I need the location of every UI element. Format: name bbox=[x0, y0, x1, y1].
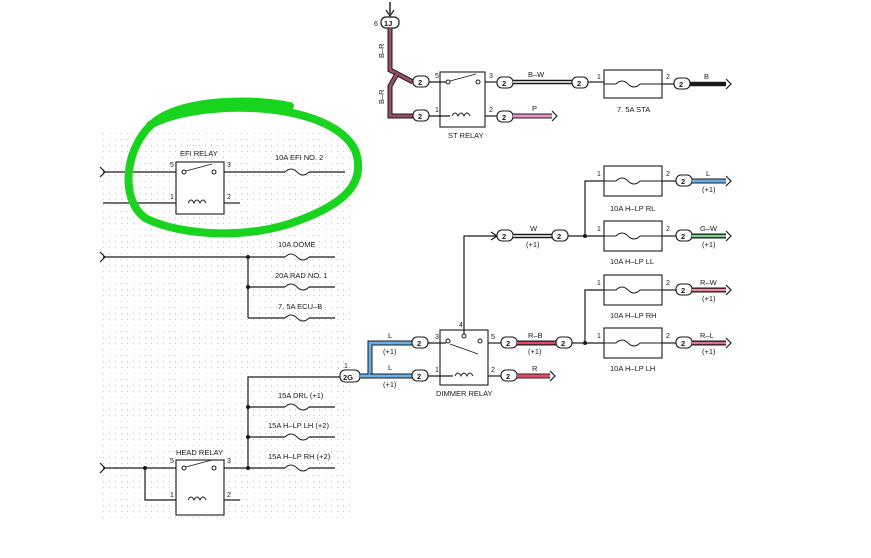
wire-color-r-w: R–W bbox=[700, 278, 718, 287]
svg-text:2: 2 bbox=[502, 113, 506, 122]
wire-color-g-w-plus1: (+1) bbox=[702, 240, 716, 249]
svg-text:2: 2 bbox=[506, 372, 510, 381]
fuse-label-sta: 7. 5A STA bbox=[617, 105, 650, 114]
dimmer-relay-pin-2: 2 bbox=[491, 367, 495, 374]
right-lower-branch: 1 2 10A H–LP RH 2 R–W (+1) 1 2 10A H–LP … bbox=[583, 274, 732, 373]
svg-text:2: 2 bbox=[666, 333, 670, 340]
fuse-label-efi-no2: 10A EFI NO. 2 bbox=[275, 153, 323, 162]
wire-color-w: W bbox=[530, 224, 538, 233]
svg-text:2: 2 bbox=[666, 280, 670, 287]
wire-color-b-w: B–W bbox=[528, 70, 545, 79]
svg-text:2: 2 bbox=[417, 372, 421, 381]
svg-text:2: 2 bbox=[681, 232, 685, 241]
wire-color-l-lower-plus1: (+1) bbox=[383, 380, 397, 389]
svg-text:2: 2 bbox=[418, 112, 422, 121]
head-relay-pin-2: 2 bbox=[227, 492, 231, 499]
svg-text:1: 1 bbox=[597, 171, 601, 178]
fuse-label-hlp-lh: 10A H–LP LH bbox=[610, 364, 655, 373]
svg-text:2: 2 bbox=[502, 232, 506, 241]
st-relay-label: ST RELAY bbox=[448, 131, 484, 140]
svg-text:2: 2 bbox=[681, 286, 685, 295]
svg-text:2: 2 bbox=[561, 339, 565, 348]
svg-text:2: 2 bbox=[502, 79, 506, 88]
svg-text:2: 2 bbox=[666, 171, 670, 178]
fuse-label-hlp-lh-2: 15A H–LP LH (+2) bbox=[268, 421, 329, 430]
head-relay-group: 5 3 1 2 HEAD RELAY 15A DRL (+1) 15A H–LP… bbox=[99, 376, 340, 516]
fuse-label-ecu-b: 7. 5A ECU–B bbox=[278, 302, 322, 311]
wire-color-b-r-lower: B–R bbox=[377, 89, 386, 104]
fuse-label-hlp-rl: 10A H–LP RL bbox=[610, 204, 655, 213]
fuse-bus-upper: 10A DOME 20A RAD NO. 1 7. 5A ECU–B bbox=[99, 240, 335, 322]
wire-color-l-rl-plus1: (+1) bbox=[702, 185, 716, 194]
svg-text:2: 2 bbox=[506, 339, 510, 348]
dimmer-relay-pin-4: 4 bbox=[459, 322, 463, 329]
efi-relay-pin-2: 2 bbox=[227, 194, 231, 201]
efi-relay-group: 5 3 1 2 EFI RELAY 10A EFI NO. 2 bbox=[99, 149, 345, 215]
dimmer-relay-pin-1: 1 bbox=[435, 367, 439, 374]
connector-1j-id: 1J bbox=[384, 19, 392, 28]
wire-color-r-w-plus1: (+1) bbox=[702, 294, 716, 303]
efi-relay-pin-1: 1 bbox=[170, 194, 174, 201]
dimmer-relay-label: DIMMER RELAY bbox=[436, 389, 493, 398]
background-dot-panel bbox=[100, 133, 355, 523]
svg-text:1: 1 bbox=[597, 226, 601, 233]
st-relay-pin-2: 2 bbox=[489, 107, 493, 114]
svg-text:2: 2 bbox=[417, 339, 421, 348]
st-relay-group: 1J 6 B–R B–R 2 2 5 3 1 2 ST RELAY 2 B–W … bbox=[374, 2, 732, 140]
svg-text:2: 2 bbox=[666, 226, 670, 233]
wire-color-l-rl: L bbox=[706, 169, 710, 178]
efi-relay-pin-5: 5 bbox=[170, 162, 174, 169]
wire-color-g-w: G–W bbox=[700, 224, 718, 233]
svg-text:2: 2 bbox=[577, 79, 581, 88]
fuse-label-dome: 10A DOME bbox=[278, 240, 316, 249]
connector-2g-id: 2G bbox=[343, 373, 353, 382]
svg-text:1: 1 bbox=[597, 280, 601, 287]
wire-color-b-r-upper: B–R bbox=[377, 43, 386, 58]
wire-color-r-l: R–L bbox=[700, 331, 714, 340]
connector-2g-pin: 1 bbox=[344, 363, 348, 370]
svg-text:2: 2 bbox=[681, 177, 685, 186]
dimmer-relay-group: 2G 1 L (+1) L (+1) 2 2 4 3 5 1 2 DIMMER … bbox=[339, 231, 585, 398]
wire-color-r-l-plus1: (+1) bbox=[702, 347, 716, 356]
st-relay-pin-5: 5 bbox=[435, 73, 439, 80]
highlight-circle-annotation bbox=[124, 97, 363, 238]
connector-1j-pin: 6 bbox=[374, 21, 378, 28]
wire-color-l-upper-plus1: (+1) bbox=[383, 347, 397, 356]
wire-color-p: P bbox=[532, 104, 537, 113]
right-upper-branch: 2 W (+1) 2 1 2 10A H–LP RL 2 L (+1) 1 2 … bbox=[496, 165, 732, 266]
dimmer-relay-pin-5: 5 bbox=[491, 334, 495, 341]
wire-color-r-b-plus1: (+1) bbox=[528, 347, 542, 356]
wire-color-r-b: R–B bbox=[528, 331, 543, 340]
head-relay-pin-5: 5 bbox=[170, 458, 174, 465]
svg-text:2: 2 bbox=[681, 339, 685, 348]
efi-relay-label: EFI RELAY bbox=[180, 149, 218, 158]
wire-color-w-plus1: (+1) bbox=[526, 240, 540, 249]
efi-relay-pin-3: 3 bbox=[227, 162, 231, 169]
fuse-label-hlp-ll: 10A H–LP LL bbox=[610, 257, 654, 266]
wire-color-l-upper: L bbox=[388, 331, 392, 340]
st-relay-pin-1: 1 bbox=[435, 107, 439, 114]
wire-color-b: B bbox=[704, 72, 709, 81]
svg-text:2: 2 bbox=[666, 74, 670, 81]
dimmer-relay-pin-3: 3 bbox=[435, 334, 439, 341]
head-relay-pin-1: 1 bbox=[170, 492, 174, 499]
head-relay-label: HEAD RELAY bbox=[176, 448, 223, 457]
wire-color-r: R bbox=[532, 364, 538, 373]
head-relay-pin-3: 3 bbox=[227, 458, 231, 465]
svg-text:2: 2 bbox=[557, 232, 561, 241]
fuse-label-rad-no1: 20A RAD NO. 1 bbox=[275, 271, 328, 280]
wire-color-l-lower: L bbox=[388, 363, 392, 372]
fuse-label-hlp-rh-2: 15A H–LP RH (+2) bbox=[268, 452, 331, 461]
svg-text:1: 1 bbox=[597, 74, 601, 81]
svg-text:2: 2 bbox=[418, 78, 422, 87]
svg-text:1: 1 bbox=[597, 333, 601, 340]
st-relay-pin-3: 3 bbox=[489, 73, 493, 80]
fuse-label-drl: 15A DRL (+1) bbox=[278, 391, 324, 400]
svg-text:2: 2 bbox=[679, 80, 683, 89]
fuse-label-hlp-rh: 10A H–LP RH bbox=[610, 311, 657, 320]
